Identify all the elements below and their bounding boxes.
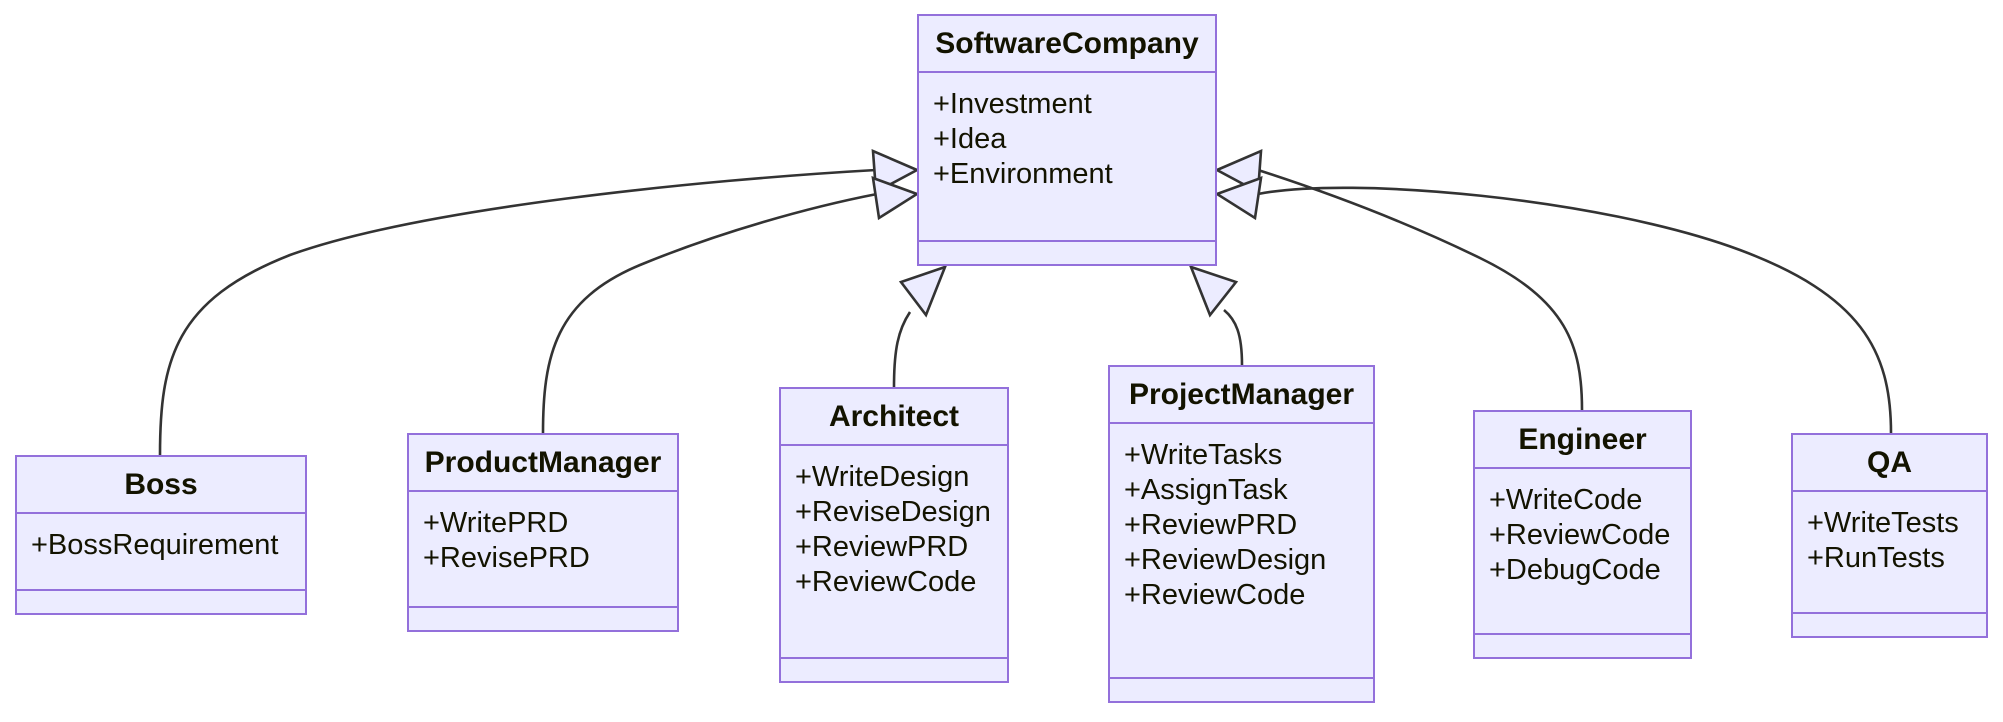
class-attributes-boss: +BossRequirement: [17, 514, 305, 591]
class-title-softwarecompany: SoftwareCompany: [919, 16, 1215, 73]
arrowhead-generalization-productmanager: [871, 176, 920, 221]
class-attribute: +Environment: [933, 158, 1113, 191]
class-methods-engineer: [1475, 635, 1690, 657]
arrowhead-generalization-qa: [1214, 176, 1263, 221]
class-attribute: +DebugCode: [1489, 554, 1661, 587]
class-methods-boss: [17, 591, 305, 613]
arrowhead-generalization-architect: [898, 264, 948, 318]
class-title-architect: Architect: [781, 389, 1007, 446]
class-title-qa: QA: [1793, 435, 1986, 492]
class-attributes-softwarecompany: +Investment +Idea +Environment: [919, 73, 1215, 242]
class-attribute: +ReviewPRD: [795, 531, 969, 564]
class-node-projectmanager[interactable]: ProjectManager +WriteTasks +AssignTask +…: [1108, 365, 1375, 703]
class-methods-qa: [1793, 614, 1986, 636]
class-attribute: +WritePRD: [423, 507, 569, 539]
class-attribute: +BossRequirement: [31, 529, 279, 561]
class-attributes-architect: +WriteDesign +ReviseDesign +ReviewPRD +R…: [781, 446, 1007, 659]
class-title-projectmanager: ProjectManager: [1110, 367, 1373, 424]
class-attribute: +WriteTasks: [1124, 439, 1283, 471]
class-attribute: +AssignTask: [1124, 474, 1288, 507]
class-node-softwarecompany[interactable]: SoftwareCompany +Investment +Idea +Envir…: [917, 14, 1217, 266]
class-attribute: +RunTests: [1807, 542, 1945, 575]
class-attribute: +WriteTests: [1807, 507, 1959, 539]
arrowhead-generalization-engineer: [1214, 148, 1263, 195]
class-methods-productmanager: [409, 608, 677, 630]
class-attributes-projectmanager: +WriteTasks +AssignTask +ReviewPRD +Revi…: [1110, 424, 1373, 679]
class-attributes-productmanager: +WritePRD +RevisePRD: [409, 492, 677, 608]
class-attribute: +ReviewPRD: [1124, 509, 1298, 542]
class-attribute: +ReviseDesign: [795, 496, 991, 529]
arrowhead-generalization-projectmanager: [1188, 264, 1239, 318]
class-node-productmanager[interactable]: ProductManager +WritePRD +RevisePRD: [407, 433, 679, 632]
class-attribute: +WriteCode: [1489, 484, 1643, 516]
class-title-productmanager: ProductManager: [409, 435, 677, 492]
class-attribute: +Investment: [933, 88, 1092, 120]
arrowhead-generalization-boss: [871, 148, 920, 195]
class-attribute: +ReviewCode: [795, 566, 977, 599]
class-attribute: +Idea: [933, 123, 1007, 156]
class-node-engineer[interactable]: Engineer +WriteCode +ReviewCode +DebugCo…: [1473, 410, 1692, 659]
edge-projectmanager-to-softwarecompany: [1223, 309, 1244, 366]
class-node-qa[interactable]: QA +WriteTests +RunTests: [1791, 433, 1988, 638]
class-methods-architect: [781, 659, 1007, 681]
class-attribute: +ReviewDesign: [1124, 544, 1327, 577]
class-attributes-engineer: +WriteCode +ReviewCode +DebugCode: [1475, 469, 1690, 635]
class-title-engineer: Engineer: [1475, 412, 1690, 469]
class-node-boss[interactable]: Boss +BossRequirement: [15, 455, 307, 615]
class-methods-softwarecompany: [919, 242, 1215, 264]
class-attributes-qa: +WriteTests +RunTests: [1793, 492, 1986, 614]
class-attribute: +ReviewCode: [1124, 579, 1306, 612]
edge-boss-to-softwarecompany: [158, 168, 877, 456]
class-methods-projectmanager: [1110, 679, 1373, 701]
class-attribute: +RevisePRD: [423, 542, 590, 575]
edge-architect-to-softwarecompany: [892, 311, 912, 388]
class-attribute: +ReviewCode: [1489, 519, 1671, 552]
class-attribute: +WriteDesign: [795, 461, 970, 493]
class-node-architect[interactable]: Architect +WriteDesign +ReviseDesign +Re…: [779, 387, 1009, 683]
class-title-boss: Boss: [17, 457, 305, 514]
